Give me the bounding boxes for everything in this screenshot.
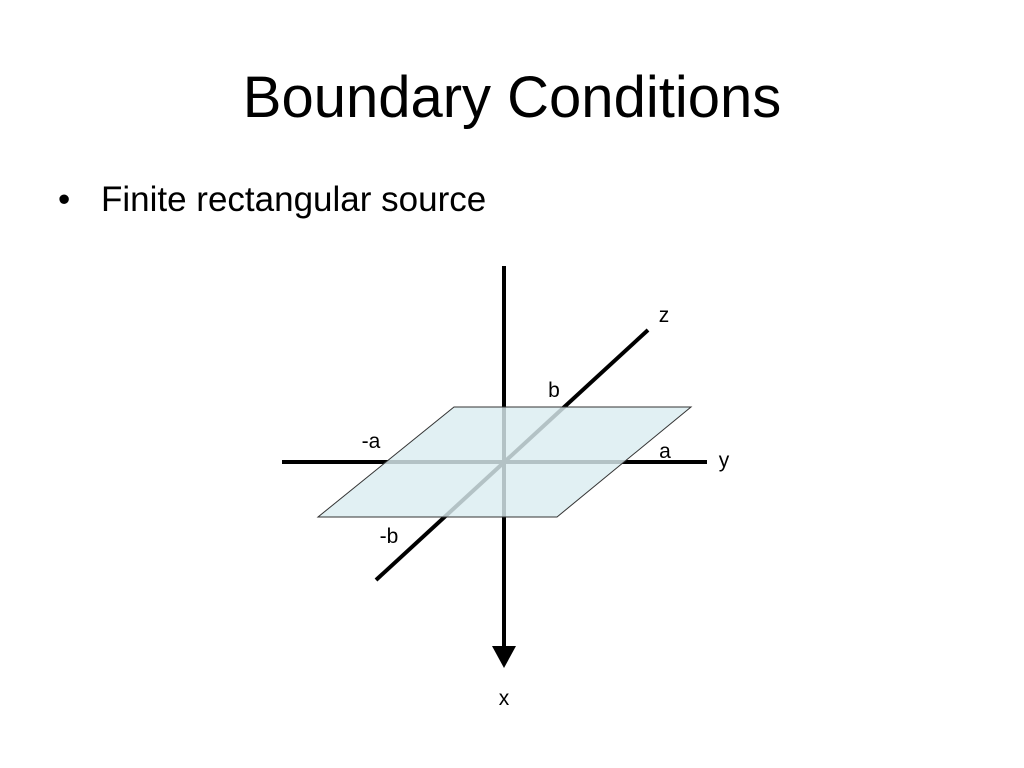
y-axis-label: y [719,449,730,472]
label-b: b [548,379,560,402]
x-axis-arrowhead [492,646,516,668]
slide-title: Boundary Conditions [242,65,782,130]
label-neg-a: -a [362,430,381,453]
bullet-list: • Finite rectangular source [58,176,486,224]
rectangular-source-plane [316,406,693,518]
x-axis-label: x [499,687,510,710]
label-neg-b: -b [380,525,399,548]
bullet-marker: • [58,180,71,219]
z-axis-label: z [659,304,670,327]
bullet-item: • Finite rectangular source [58,176,486,224]
label-a: a [659,440,671,463]
bullet-text: Finite rectangular source [101,180,487,219]
